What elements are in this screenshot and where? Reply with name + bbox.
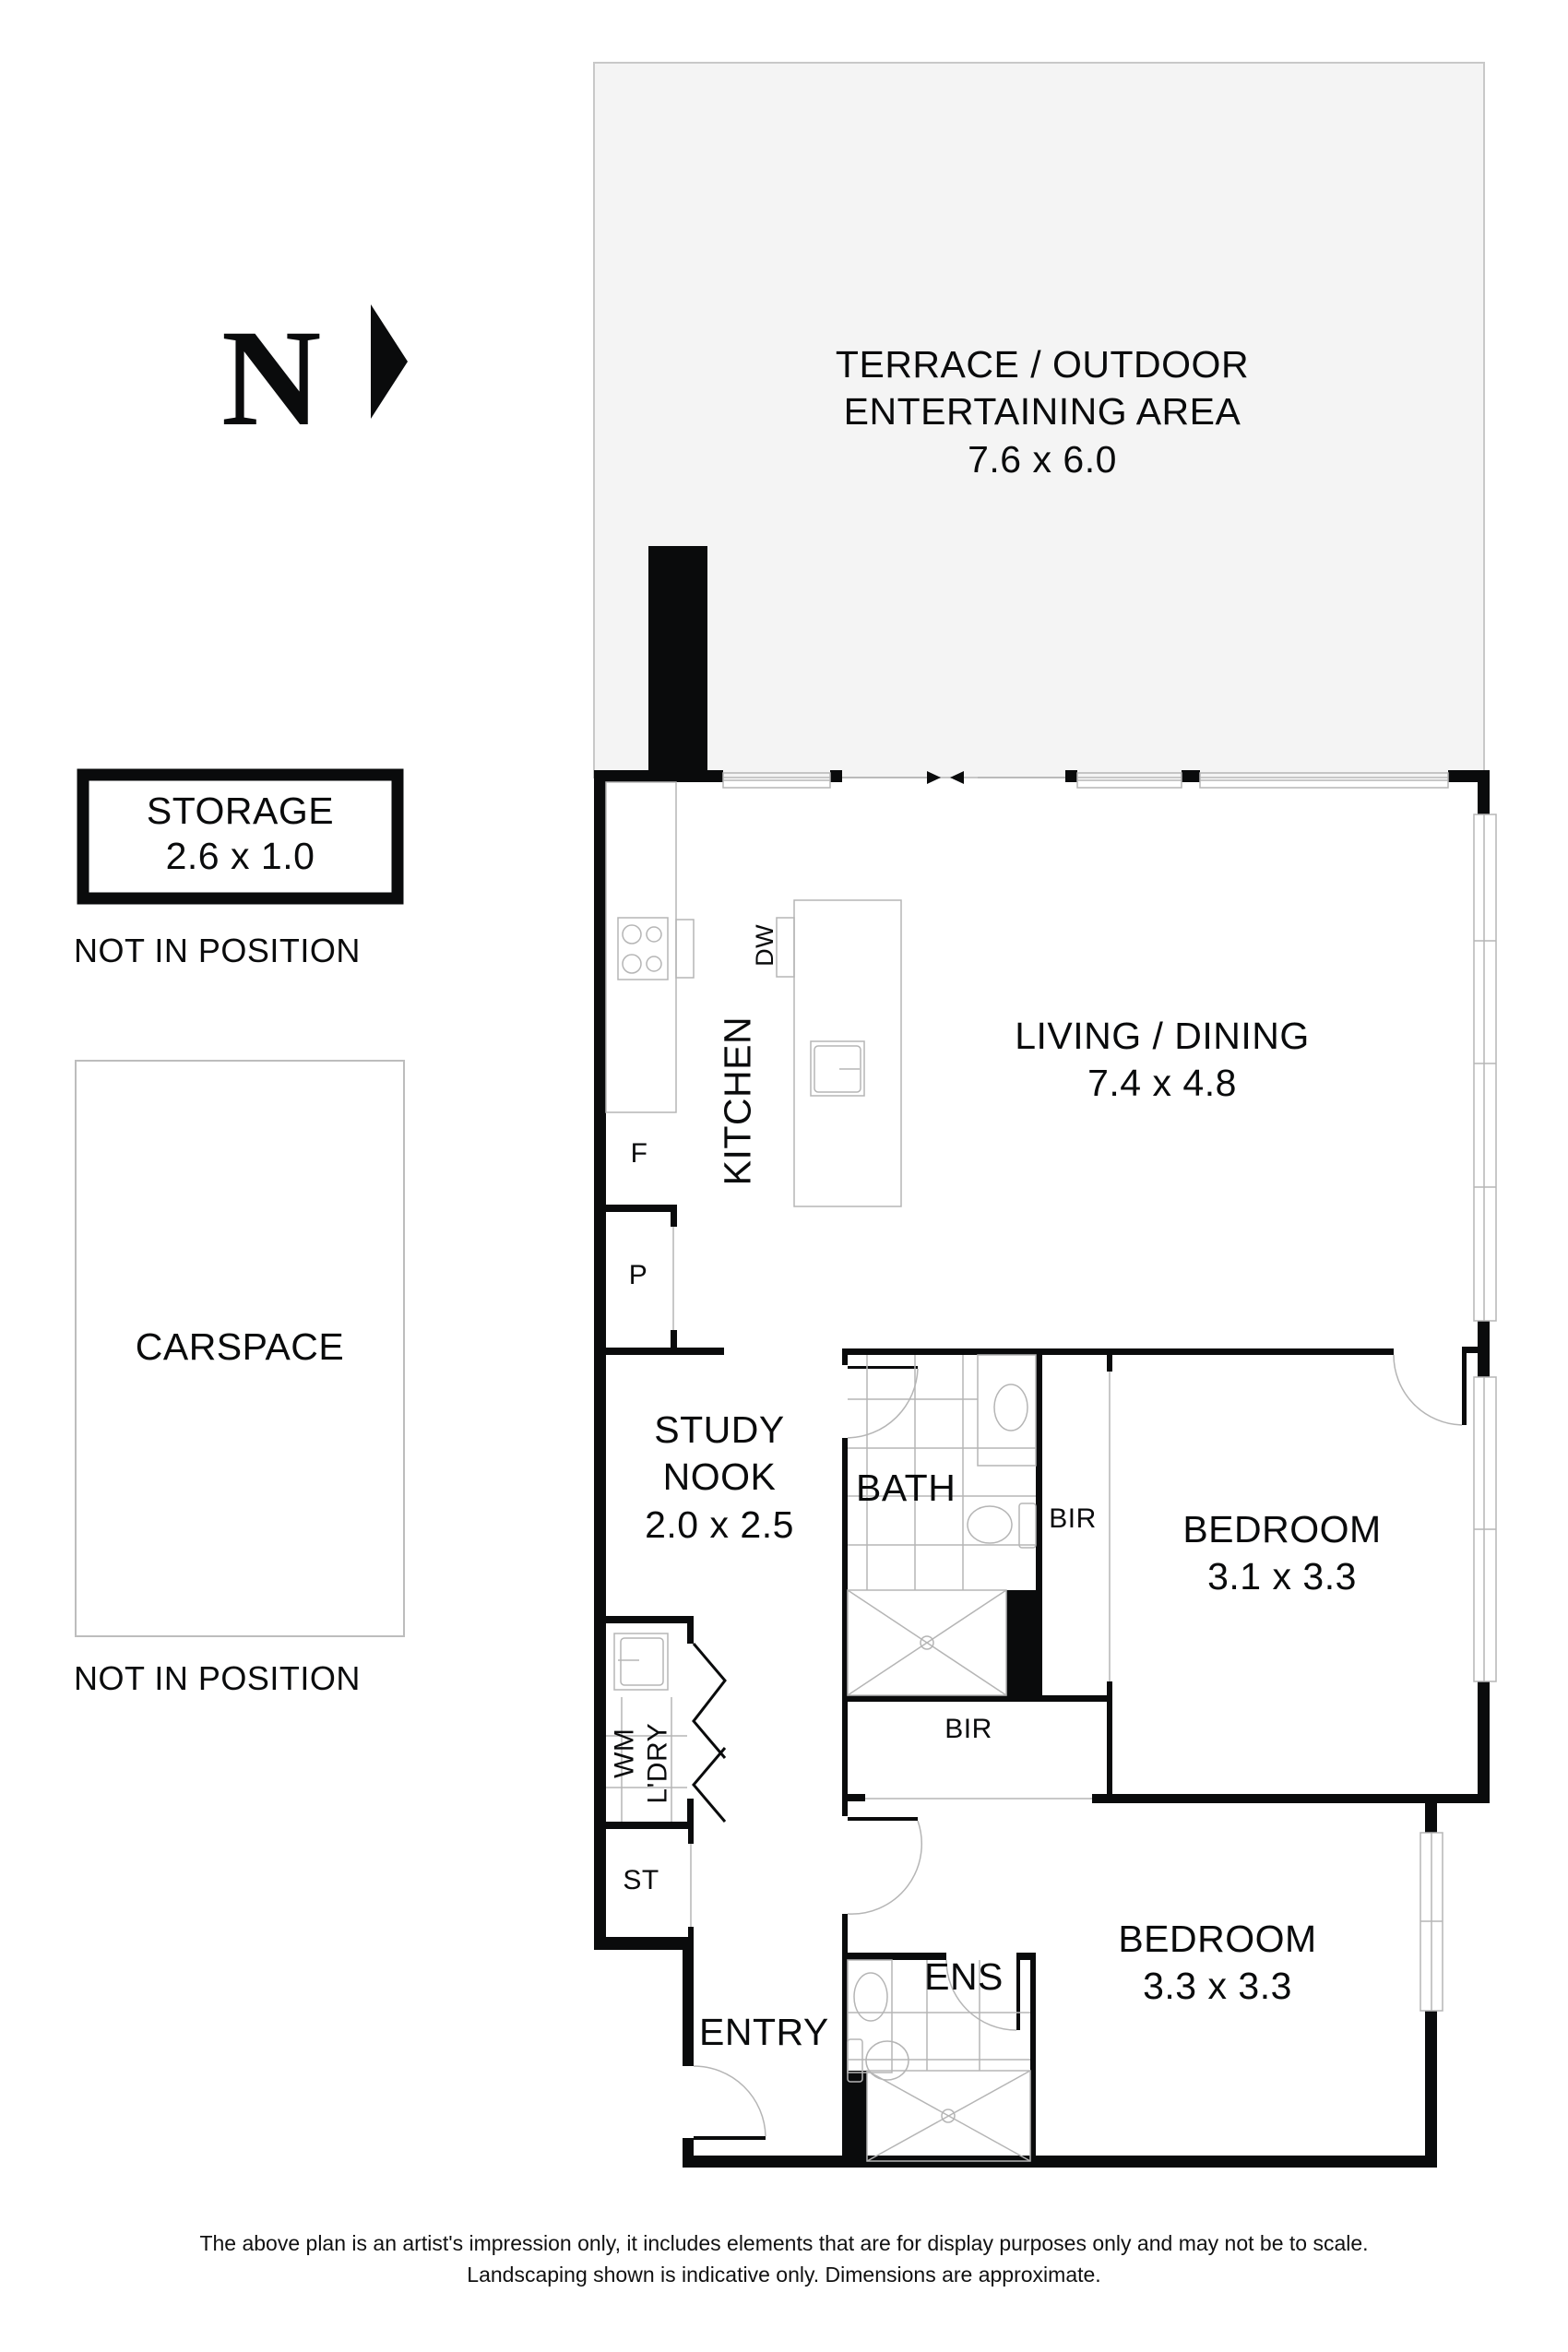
living-dining-name: LIVING / DINING [1015,1015,1310,1057]
bir-bedroom2-label: BIR [944,1714,992,1744]
pantry-label: P [628,1260,648,1290]
storage-name: STORAGE [146,790,335,832]
terrace-dims: 7.6 x 6.0 [968,437,1117,481]
bedroom2-label: BEDROOM 3.3 x 3.3 [1079,1916,1356,2011]
terrace-label: TERRACE / OUTDOOR ENTERTAINING AREA 7.6 … [812,341,1273,483]
fridge-label: F [630,1138,648,1169]
study-nook-label: STUDY NOOK 2.0 x 2.5 [627,1407,812,1549]
living-dining-label: LIVING / DINING 7.4 x 4.8 [978,1013,1347,1108]
carspace-note: NOT IN POSITION [74,1659,361,1697]
ensuite-label: ENS [924,1955,1004,1998]
disclaimer: The above plan is an artist's impression… [0,2227,1568,2290]
laundry-bifold-doors [692,1643,727,1823]
bedroom2-name: BEDROOM [1118,1918,1317,1960]
bir-bedroom1-label: BIR [1049,1503,1097,1534]
walls [594,546,1490,2168]
disclaimer-line2: Landscaping shown is indicative only. Di… [467,2263,1101,2287]
bedroom1-label: BEDROOM 3.1 x 3.3 [1144,1506,1420,1601]
carspace-box [75,1060,405,1637]
bedroom2-dims: 3.3 x 3.3 [1143,1965,1292,2008]
washing-machine-label: WM [609,1728,640,1778]
fixtures [605,772,1497,2162]
disclaimer-line1: The above plan is an artist's impression… [199,2231,1369,2255]
north-arrow-icon [371,304,408,419]
terrace-area [593,62,1485,778]
storage-box [77,768,404,905]
st-cupboard-label: ST [623,1865,659,1895]
study-nook-name-line1: STUDY [654,1408,785,1451]
terrace-name-line2: ENTERTAINING AREA [843,390,1241,434]
terrace-name-line1: TERRACE / OUTDOOR [835,343,1250,386]
kitchen-label: KITCHEN [716,1016,759,1186]
storage-label: STORAGE 2.6 x 1.0 [83,789,398,879]
carspace-label: CARSPACE [135,1325,345,1368]
sliding-door-arrows-icon [927,771,964,784]
bath-label: BATH [856,1467,956,1509]
laundry-label: L'DRY [642,1722,673,1804]
study-nook-name-line2: NOOK [662,1455,777,1499]
north-letter: N [221,302,322,455]
bedroom1-dims: 3.1 x 3.3 [1207,1555,1357,1598]
study-nook-dims: 2.0 x 2.5 [645,1503,794,1546]
dishwasher-label: DW [751,923,779,967]
storage-note: NOT IN POSITION [74,932,361,969]
entry-label: ENTRY [699,2011,829,2053]
storage-dims: 2.6 x 1.0 [165,835,315,878]
living-dining-dims: 7.4 x 4.8 [1087,1062,1237,1105]
bedroom1-name: BEDROOM [1182,1508,1382,1550]
